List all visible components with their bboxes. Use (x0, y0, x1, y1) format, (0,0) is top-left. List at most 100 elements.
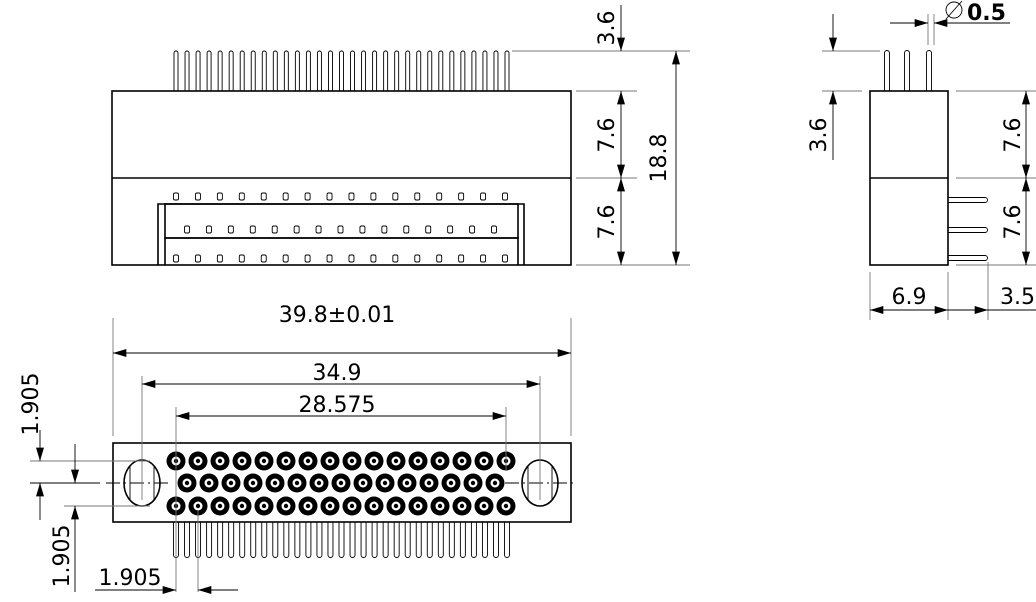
contact-center (305, 458, 311, 464)
pin (371, 522, 378, 558)
pad (414, 254, 421, 263)
socket-frame (157, 203, 525, 265)
contact-center (426, 480, 432, 486)
diameter-icon (945, 1, 963, 19)
contact-center (349, 503, 355, 509)
pin (948, 255, 988, 261)
pin (184, 522, 190, 558)
front-dimensions: 3.6 7.6 7.6 18.8 (512, 5, 690, 266)
pin (239, 50, 245, 91)
dim-front-upper-body: 7.6 (595, 118, 620, 153)
contact-center (327, 503, 333, 509)
pin (250, 50, 256, 91)
front-view: 3.6 7.6 7.6 18.8 (111, 5, 690, 266)
pin (283, 522, 290, 558)
pin (349, 522, 356, 558)
pad (271, 225, 278, 234)
pin (261, 522, 268, 558)
contact-center (459, 458, 465, 464)
pad (184, 225, 190, 234)
pad (370, 192, 377, 201)
pin (294, 522, 301, 558)
contact-center (261, 458, 267, 464)
pad (227, 225, 234, 234)
dim-contact-span: 28.575 (299, 393, 376, 418)
dim-side-upper-body: 7.6 (1001, 118, 1026, 153)
pin (272, 50, 278, 91)
contact-center (217, 503, 223, 509)
pad (381, 225, 388, 234)
dim-side-pin-offset: 3.5 (1000, 285, 1035, 310)
pin (437, 522, 444, 558)
pad (260, 254, 267, 263)
pin (926, 50, 932, 91)
pad (392, 192, 399, 201)
contact-center (338, 480, 344, 486)
dim-front-lower-body: 7.6 (595, 205, 620, 240)
pad (491, 225, 497, 234)
contact-center (283, 458, 289, 464)
contact-center (294, 480, 300, 486)
contact-center (393, 503, 399, 509)
pad (502, 192, 508, 201)
contact-center (470, 480, 476, 486)
pad (458, 192, 465, 201)
pad (249, 225, 256, 234)
pad (392, 254, 399, 263)
contact-center (316, 480, 322, 486)
pin (217, 50, 223, 91)
contact-center (228, 480, 234, 486)
pin (470, 522, 477, 558)
contact-center (371, 503, 377, 509)
pin (393, 522, 400, 558)
pad (282, 192, 289, 201)
pin (339, 50, 344, 91)
pin (504, 50, 510, 91)
contact-center (206, 480, 212, 486)
contact-center (437, 458, 443, 464)
contact-center (250, 480, 256, 486)
pin (404, 522, 411, 558)
pin (217, 522, 224, 558)
pin (405, 50, 411, 91)
pin (316, 50, 322, 91)
pin (328, 50, 333, 91)
pin (482, 50, 488, 91)
dim-mount-hole-spacing: 34.9 (313, 361, 362, 386)
pin (173, 50, 179, 91)
pin (948, 197, 988, 203)
pin (283, 50, 289, 91)
contact-center (217, 458, 223, 464)
pad (480, 192, 487, 201)
dim-side-pin-height: 3.6 (807, 118, 832, 153)
contact-center (481, 458, 487, 464)
pad (205, 225, 212, 234)
contact-center (239, 458, 245, 464)
dim-front-total-height: 18.8 (647, 134, 672, 183)
pin (948, 227, 988, 233)
pin (239, 522, 246, 558)
contact-center (195, 458, 201, 464)
pin (372, 50, 378, 91)
pin (360, 522, 367, 558)
pin (904, 50, 910, 91)
front-pads (173, 192, 508, 263)
pad (216, 192, 223, 201)
pin (361, 50, 367, 91)
pin (448, 522, 455, 558)
contact-center (360, 480, 366, 486)
pad (458, 254, 465, 263)
pin (382, 522, 389, 558)
dim-front-pin-height: 3.6 (595, 11, 620, 46)
pin (338, 522, 345, 558)
dim-side-body-depth: 6.9 (892, 285, 927, 310)
pad (425, 225, 432, 234)
pad (304, 254, 311, 263)
pin (228, 522, 235, 558)
contact-center (415, 503, 421, 509)
pad (469, 225, 476, 234)
contact-center (481, 503, 487, 509)
bottom-pins (173, 522, 510, 558)
pin (427, 50, 433, 91)
